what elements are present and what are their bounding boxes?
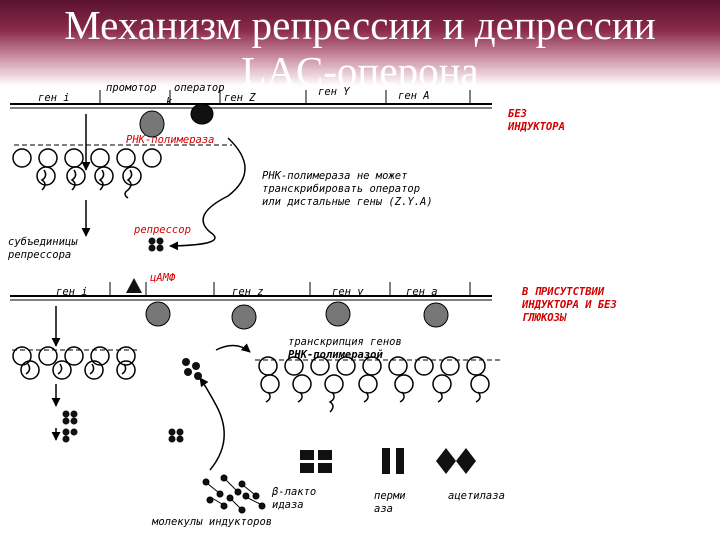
label-gene-y-bottom: ген y	[332, 286, 364, 298]
enzyme-3-line-1: ацетилаза	[448, 490, 505, 502]
repressor-subunits-bottom-2	[62, 428, 184, 443]
repressor-on-operator	[190, 103, 214, 125]
enzyme-2-line-2: аза	[374, 503, 393, 515]
top-dna-strand	[10, 90, 492, 109]
condition-bottom-3: ГЛЮКОЗЫ	[522, 312, 567, 324]
label-subunits-1: субъединицы	[8, 236, 78, 248]
title-line-1: Механизм репрессии и депрессии	[64, 2, 656, 48]
bottom-dna-strand	[10, 282, 492, 301]
repressor-subunits-bottom-1	[62, 410, 78, 425]
enzyme-1-line-2: идаза	[272, 499, 304, 511]
label-promoter: промотор	[106, 82, 157, 94]
label-gene-a-top: ген A	[398, 90, 430, 102]
label-k: k	[166, 96, 173, 108]
inducer-arrow	[199, 377, 225, 471]
label-gene-y-top: ген Y	[318, 86, 350, 98]
label-gene-a-bottom: ген a	[406, 286, 438, 298]
label-gene-i-top: ген i	[38, 92, 70, 104]
camp-triangle	[126, 278, 142, 293]
note-line-2: транскрибировать оператор	[262, 183, 421, 195]
ribosome-row-bottom-left	[12, 346, 136, 380]
label-rna-polymerase-top: РНК-полимераза	[126, 134, 215, 146]
label-inducer-molecules: молекулы индукторов	[152, 516, 273, 528]
label-subunits-2: репрессора	[8, 249, 72, 261]
label-gene-z-top: ген Z	[224, 92, 256, 104]
label-repressor: репрессор	[134, 224, 191, 236]
rna-polymerase-blob-2	[231, 304, 257, 330]
rna-polymerase-blob-1	[145, 301, 171, 327]
transcription-line-1: транскрипция генов	[288, 336, 402, 348]
condition-bottom-2: ИНДУКТОРА И БЕЗ	[522, 299, 617, 311]
inducer-molecules	[202, 474, 266, 514]
rna-polymerase-blob	[139, 110, 165, 138]
repressor-return-arrow	[169, 137, 246, 251]
condition-top-1: БЕЗ	[508, 108, 527, 120]
enzyme-acetylase-shape	[436, 448, 476, 474]
transcription-line-2: РНК-полимеразой	[288, 349, 383, 361]
label-gene-i-bottom: ген i	[56, 286, 88, 298]
repressor-subunits	[148, 237, 164, 252]
title-line-2: LAC-оперона	[241, 48, 479, 94]
rna-polymerase-blob-4	[423, 302, 449, 328]
note-line-1: РНК-полимераза не может	[262, 170, 408, 182]
enzyme-permease-shape	[382, 448, 404, 474]
label-gene-z-bottom: ген z	[232, 286, 264, 298]
enzyme-2-line-1: перми	[374, 490, 406, 502]
polymerase-bend-arrow	[215, 343, 251, 353]
ribosome-row-bottom-right	[258, 356, 490, 413]
note-line-3: или дистальные гены (Z.Y.A)	[262, 196, 433, 208]
rna-polymerase-blob-3	[325, 301, 351, 327]
ribosome-row-top	[12, 148, 162, 199]
inducer-complex	[182, 358, 202, 380]
enzyme-beta-galactosidase-shape	[300, 450, 332, 473]
slide-title: Механизм репрессии и депрессии LAC-оперо…	[0, 2, 720, 94]
label-operator: оператор	[174, 82, 225, 94]
condition-top-2: ИНДУКТОРА	[508, 121, 565, 133]
label-camp: цАМФ	[150, 272, 176, 284]
title-band	[0, 0, 720, 86]
enzyme-1-line-1: β-лакто	[272, 486, 317, 498]
condition-bottom-1: В ПРИСУТСТВИИ	[522, 286, 605, 298]
